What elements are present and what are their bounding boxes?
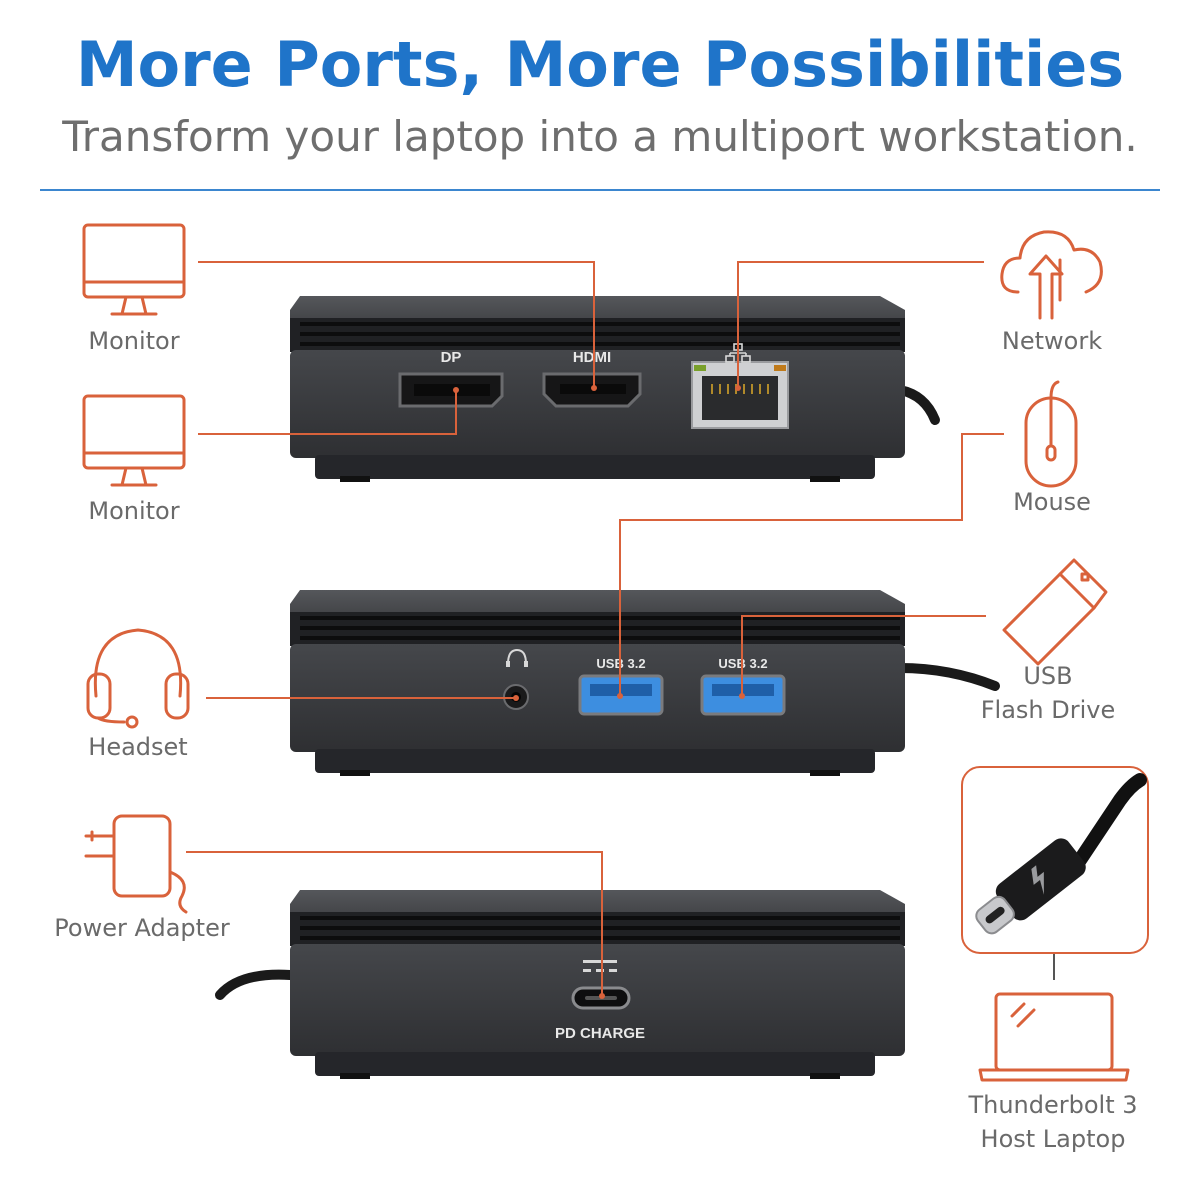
hdmi-port-label: HDMI xyxy=(573,349,611,366)
dock-device-power: PD CHARGE xyxy=(215,890,905,1079)
dc-power-icon xyxy=(583,960,617,972)
monitor-label-bottom: Monitor xyxy=(88,497,180,525)
headset-icon xyxy=(86,628,190,729)
power-adapter-label: Power Adapter xyxy=(54,914,230,942)
monitor-icon xyxy=(82,394,186,487)
mouse-icon xyxy=(1024,380,1078,488)
thunderbolt-cable-callout xyxy=(961,766,1149,954)
power-adapter-icon xyxy=(84,814,188,914)
host-label-line2: Host Laptop xyxy=(980,1125,1126,1153)
usb-flash-drive-icon xyxy=(1002,558,1108,666)
laptop-icon xyxy=(978,992,1130,1082)
usb-label-line2: Flash Drive xyxy=(980,696,1116,724)
pd-charge-port-label: PD CHARGE xyxy=(555,1025,645,1042)
dp-port-label: DP xyxy=(441,349,462,366)
title-divider xyxy=(40,189,1160,191)
thunderbolt-icon xyxy=(1031,865,1044,895)
mouse-label: Mouse xyxy=(1013,488,1091,516)
monitor-icon xyxy=(82,223,186,316)
headphone-port-icon xyxy=(507,648,527,665)
page-subtitle: Transform your laptop into a multiport w… xyxy=(62,112,1138,161)
headset-label: Headset xyxy=(88,733,188,761)
connector-lines xyxy=(186,261,1004,996)
host-label-line1: Thunderbolt 3 xyxy=(968,1091,1138,1119)
network-label: Network xyxy=(1001,327,1103,355)
dock-device-video: DP HDMI xyxy=(290,296,940,482)
cloud-network-icon xyxy=(1000,230,1103,320)
page-title: More Ports, More Possibilities xyxy=(75,28,1125,101)
monitor-label-top: Monitor xyxy=(88,327,180,355)
usb-label-line1: USB xyxy=(1023,662,1073,690)
dock-device-usb: USB 3.2 USB 3.2 xyxy=(290,590,1000,776)
